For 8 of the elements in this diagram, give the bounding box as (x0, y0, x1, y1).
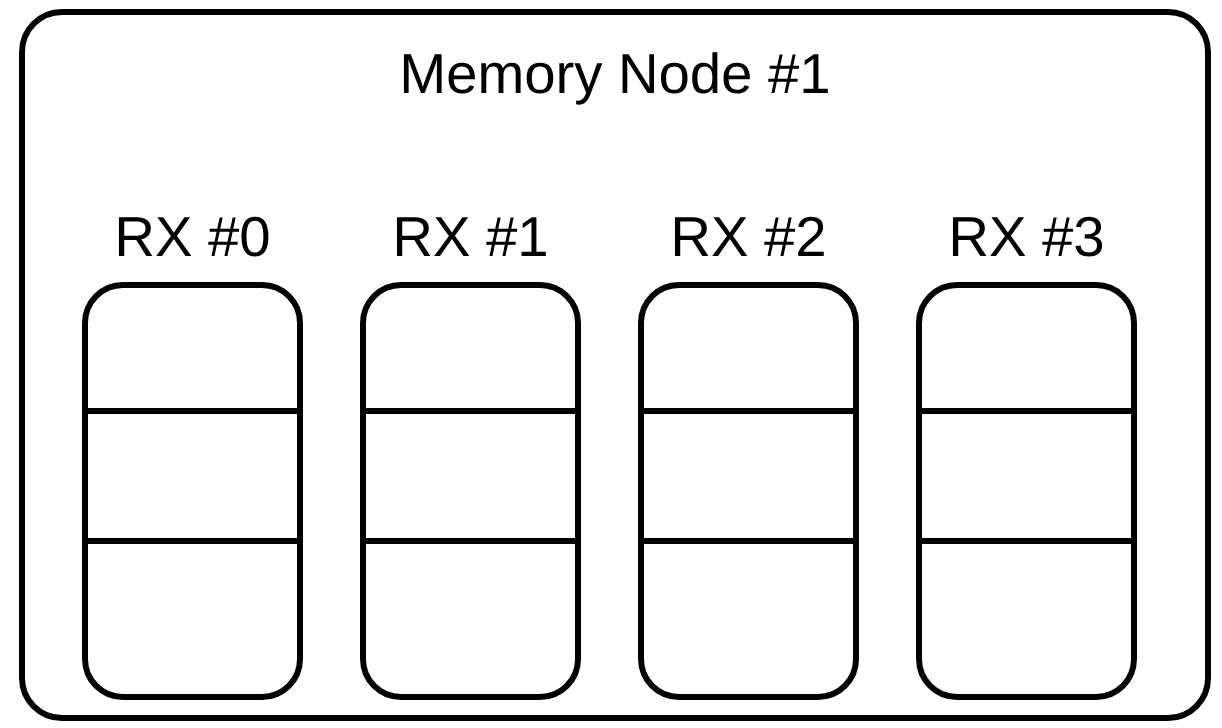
node-label: RX #3 (952, 216, 1103, 257)
node-label: RX #0 (118, 216, 269, 257)
node-label: RX #1 (396, 217, 546, 256)
rx-queue: RX #2 (638, 216, 859, 700)
rx-queue: RX #0 (82, 216, 303, 700)
rx-queue: RX #3 (916, 216, 1137, 700)
node-label: RX #2 (674, 216, 824, 256)
rx-queue: RX #1 (360, 217, 581, 700)
